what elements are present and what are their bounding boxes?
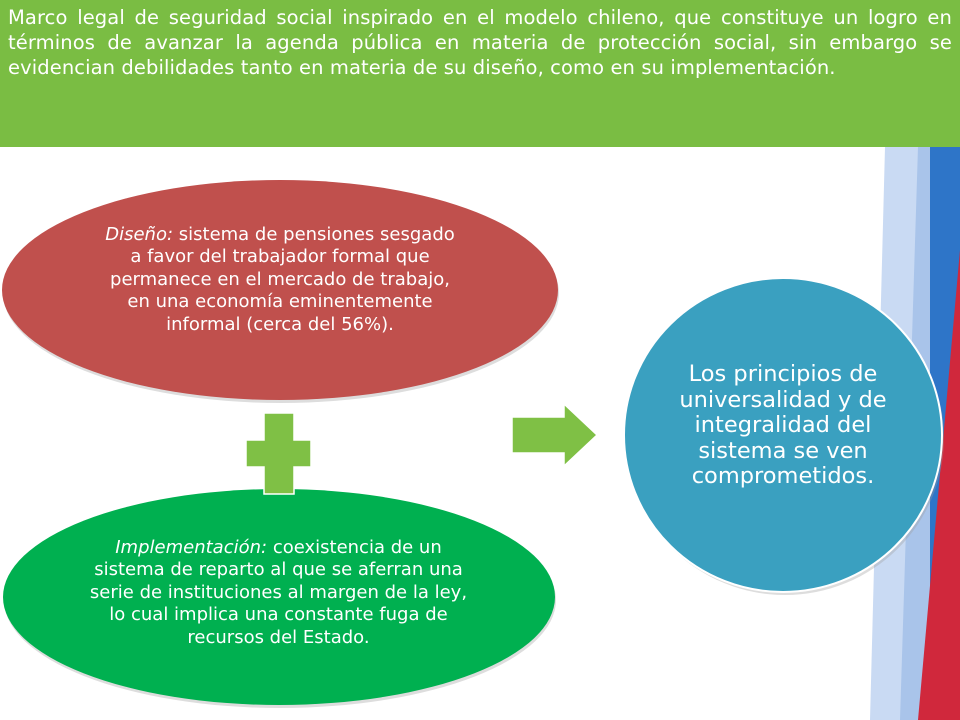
design-text: Diseño: sistema de pensiones sesgado a f… [98,224,462,337]
arrow-right-icon [511,402,599,468]
stripe-red [918,250,960,720]
design-label: Diseño: [105,223,174,245]
design-ellipse-label: Diseño: sistema de pensiones sesgado a f… [2,180,558,400]
header-band [0,0,960,147]
design-description: sistema de pensiones sesgado a favor del… [110,223,455,335]
result-ellipse-label: Los principios de universalidad y de int… [624,278,942,592]
header-text: Marco legal de seguridad social inspirad… [8,6,952,79]
implementation-label: Implementación: [115,536,268,558]
implementation-ellipse [3,489,555,705]
implementation-ellipse-label: Implementación: coexistencia de un siste… [2,489,555,705]
result-ellipse [623,277,943,593]
implementation-description: coexistencia de un sistema de reparto al… [89,536,468,648]
implementation-text: Implementación: coexistencia de un siste… [86,537,471,650]
design-ellipse [2,180,558,400]
result-text: Los principios de universalidad y de int… [679,361,887,490]
plus-icon [245,412,312,495]
